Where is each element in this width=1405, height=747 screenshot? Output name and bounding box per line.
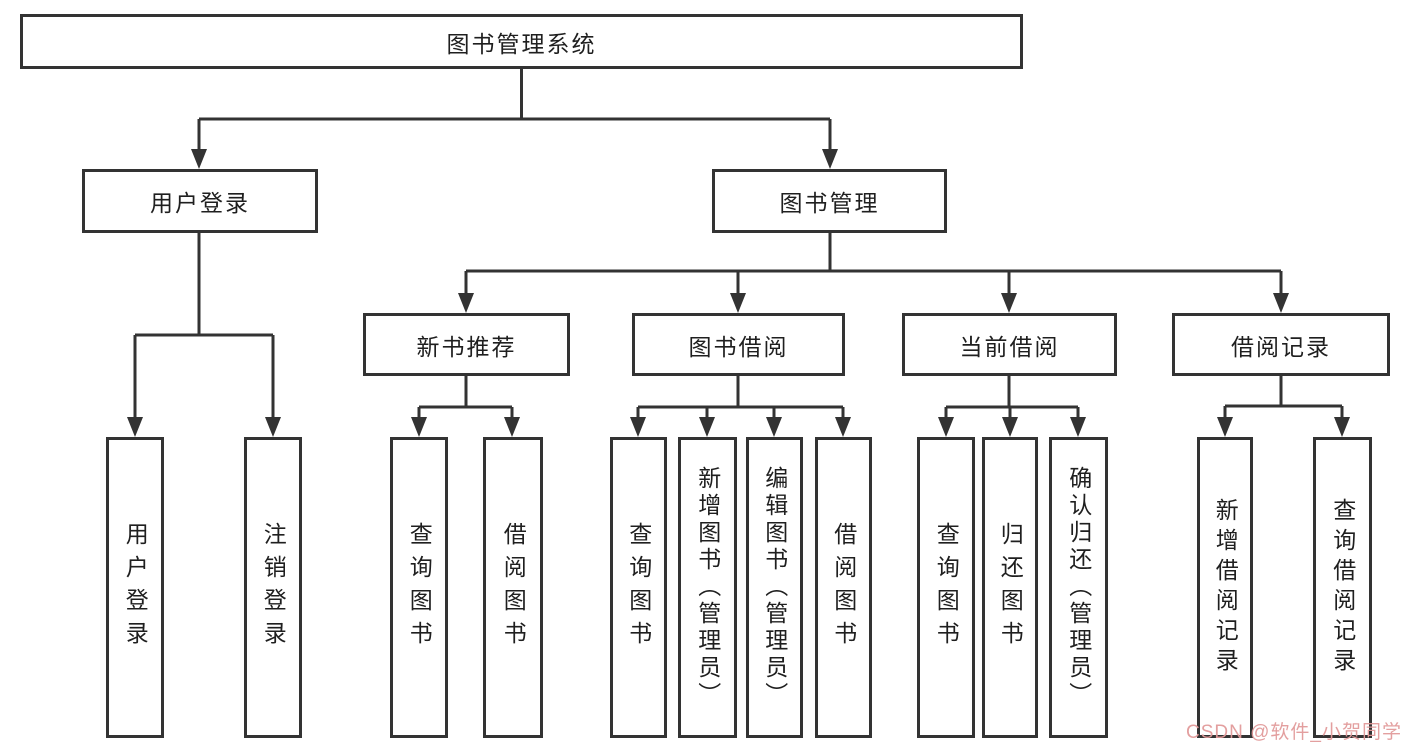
leaf-borrow-borrow-books: 借阅图书 <box>815 437 872 738</box>
node-label: 编辑图书（管理员） <box>761 466 788 709</box>
leaf-records-query-record: 查询借阅记录 <box>1313 437 1372 738</box>
node-label: 新书推荐 <box>416 333 517 360</box>
node-new-book-recommend: 新书推荐 <box>363 313 570 376</box>
node-library-management-system: 图书管理系统 <box>20 14 1023 69</box>
node-user-login: 用户登录 <box>82 169 318 233</box>
node-label: 查询图书 <box>933 521 960 654</box>
node-label: 图书管理系统 <box>446 30 597 57</box>
leaf-current-confirm-return-admin: 确认归还（管理员） <box>1049 437 1108 738</box>
leaf-user-login: 用户登录 <box>106 437 164 738</box>
node-label: 确认归还（管理员） <box>1065 466 1092 709</box>
node-label: 新增借阅记录 <box>1212 497 1239 678</box>
leaf-borrow-add-books-admin: 新增图书（管理员） <box>678 437 737 738</box>
node-label: 借阅图书 <box>830 521 857 654</box>
node-label: 借阅记录 <box>1231 333 1331 360</box>
node-label: 注销登录 <box>260 521 287 654</box>
node-label: 查询借阅记录 <box>1329 497 1356 678</box>
node-label: 用户登录 <box>150 190 250 216</box>
node-label: 查询图书 <box>406 521 433 654</box>
node-label: 用户登录 <box>122 521 149 654</box>
node-book-management: 图书管理 <box>712 169 947 233</box>
leaf-borrow-query-books: 查询图书 <box>610 437 667 738</box>
node-label: 借阅图书 <box>500 521 527 654</box>
node-label: 查询图书 <box>625 521 652 654</box>
leaf-records-add-record: 新增借阅记录 <box>1197 437 1253 738</box>
node-label: 当前借阅 <box>959 333 1060 360</box>
node-label: 图书借阅 <box>688 333 789 360</box>
leaf-rec-borrow-books: 借阅图书 <box>483 437 543 738</box>
node-label: 图书管理 <box>779 190 880 216</box>
node-current-borrow: 当前借阅 <box>902 313 1117 376</box>
leaf-rec-query-books: 查询图书 <box>390 437 448 738</box>
node-book-borrow: 图书借阅 <box>632 313 845 376</box>
node-label: 归还图书 <box>997 521 1024 654</box>
leaf-current-query-books: 查询图书 <box>917 437 975 738</box>
node-borrow-records: 借阅记录 <box>1172 313 1390 376</box>
leaf-current-return-books: 归还图书 <box>982 437 1038 738</box>
node-label: 新增图书（管理员） <box>694 466 721 709</box>
leaf-borrow-edit-books-admin: 编辑图书（管理员） <box>746 437 803 738</box>
leaf-logout: 注销登录 <box>244 437 302 738</box>
csdn-watermark: CSDN @软件_小贺同学 <box>1186 722 1402 743</box>
